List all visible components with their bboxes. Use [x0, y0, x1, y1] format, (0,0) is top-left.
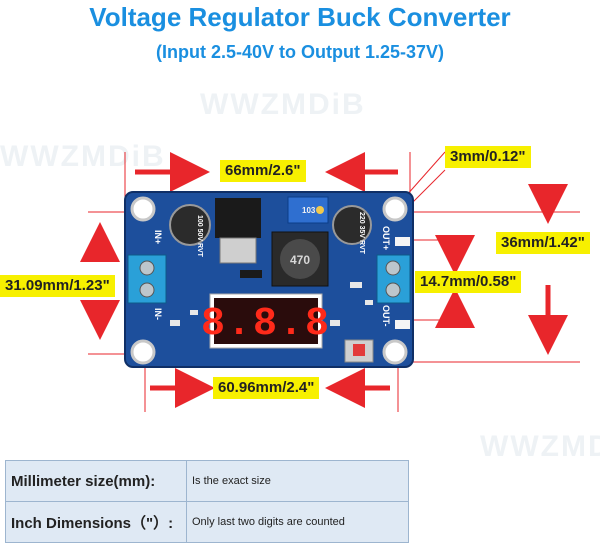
hole-spacing-label: 60.96mm/2.4"	[213, 377, 320, 399]
table-row: Millimeter size(mm): Is the exact size	[5, 460, 409, 502]
cap2-label: 220 35V RVT	[358, 212, 365, 255]
dimension-arrows	[80, 152, 568, 408]
silkscreen-in-plus: IN+	[153, 230, 163, 244]
mount-hole	[130, 196, 156, 222]
pcb	[124, 191, 414, 368]
display-digits: 8.8.8	[201, 302, 331, 347]
page-subtitle: (Input 2.5-40V to Output 1.25-37V)	[155, 42, 445, 62]
silkscreen-out-minus: OUT-	[381, 305, 391, 327]
watermark: WWZMDiB	[200, 88, 366, 121]
watermark: WWZMDiB	[0, 140, 166, 173]
right-offset-label: 14.7mm/0.58"	[415, 271, 522, 293]
capacitor-ec1	[169, 204, 211, 246]
watermark: WWZMDiB	[480, 430, 600, 463]
capacitor-ec2	[332, 205, 372, 245]
table-key: Millimeter size(mm):	[5, 460, 187, 502]
inductor-label: 470	[290, 253, 310, 267]
silkscreen-in-minus: IN-	[153, 308, 163, 320]
mount-hole	[382, 196, 408, 222]
regulator-ic	[215, 198, 261, 238]
mount-hole	[382, 339, 408, 365]
spec-table: Millimeter size(mm): Is the exact size I…	[5, 460, 409, 543]
led-display	[214, 298, 318, 344]
cap1-label: 100 50V RVT	[196, 215, 203, 258]
left-hole-spacing-label: 31.09mm/1.23"	[0, 275, 115, 297]
table-row: Inch Dimensions（"）: Only last two digits…	[5, 501, 409, 543]
table-value: Is the exact size	[186, 460, 409, 502]
pot-label: 103	[302, 206, 316, 215]
board-length-label: 66mm/2.6"	[220, 160, 306, 182]
silkscreen-out-plus: OUT+	[381, 226, 391, 250]
table-value: Only last two digits are counted	[186, 501, 409, 543]
board-width-label: 36mm/1.42"	[496, 232, 590, 254]
page-title: Voltage Regulator Buck Converter	[89, 2, 511, 32]
hole-diameter-label: 3mm/0.12"	[445, 146, 531, 168]
mount-hole	[130, 339, 156, 365]
table-key: Inch Dimensions（"）:	[5, 501, 187, 543]
